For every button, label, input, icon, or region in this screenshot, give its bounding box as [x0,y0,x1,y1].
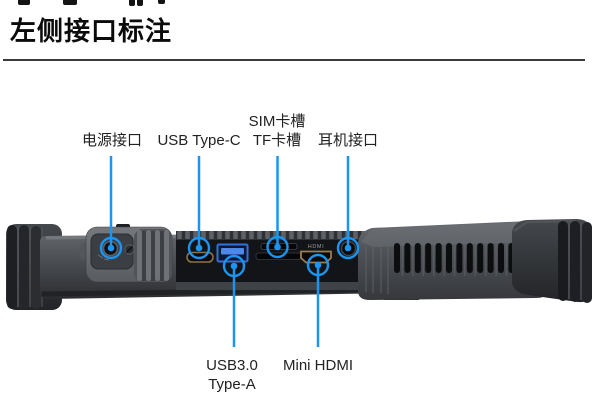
callout-graphics [99,156,360,347]
cropped-text-fragment [158,0,165,4]
callout-sim-tf [266,156,289,259]
port-cover-flap [79,226,173,283]
screw [124,244,135,255]
vent-grille [358,221,548,300]
callout-headphone [336,156,360,260]
label-sim-slot-line1: SIM卡槽 [248,113,306,130]
callout-usb3-type-a [222,254,246,347]
label-usb3-line2: Type-A [208,376,256,393]
label-headphone-port: 耳机接口 [317,132,379,149]
cropped-text-fragment [18,0,30,5]
callout-power [99,156,123,260]
right-bumper [512,219,592,303]
cropped-text-fragment [129,0,135,6]
label-power-port: 电源接口 [81,132,143,149]
page-title: 左侧接口标注 [10,16,173,46]
label-mini-hdmi: Mini HDMI [283,357,353,374]
hdmi-marking: HDMI [308,244,324,250]
label-usb3-type-a: USB3.0 Type-A [206,356,258,394]
title-divider [3,59,585,61]
label-tf-slot-line2: TF卡槽 [252,132,302,149]
callout-mini-hdmi [306,253,330,347]
cropped-text-fragment [137,0,143,6]
usb-a-port [215,242,250,264]
label-usb3-line1: USB3.0 [206,357,258,374]
callout-usb-type-c [187,156,211,260]
cropped-text-fragment [63,0,77,5]
label-sim-tf-slot: SIM卡槽 TF卡槽 [249,112,306,150]
label-usb-type-c: USB Type-C [157,132,241,149]
